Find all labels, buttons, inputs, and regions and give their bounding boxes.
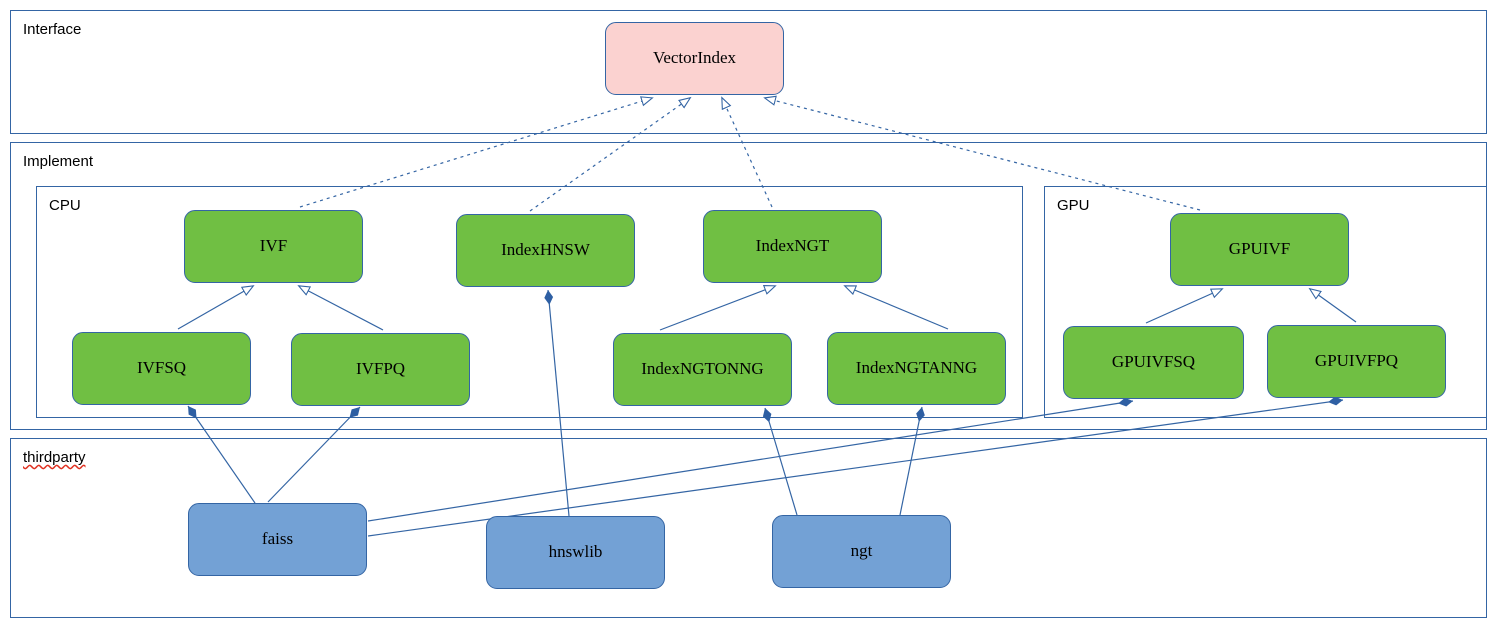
- class-node-label: GPUIVFSQ: [1111, 352, 1196, 372]
- class-node-label: IndexNGTONNG: [641, 359, 764, 379]
- class-node-label: faiss: [261, 529, 294, 549]
- class-node-IndexNGTONNG[interactable]: IndexNGTONNG: [613, 333, 792, 406]
- class-node-label: VectorIndex: [652, 48, 737, 68]
- class-node-IVFSQ[interactable]: IVFSQ: [72, 332, 251, 405]
- package-label-gpu: GPU: [1057, 197, 1090, 214]
- class-node-label: GPUIVF: [1228, 239, 1291, 259]
- class-node-label: ngt: [850, 541, 873, 561]
- class-node-ngt[interactable]: ngt: [772, 515, 951, 588]
- class-node-label: IVFPQ: [355, 359, 406, 379]
- class-node-hnswlib[interactable]: hnswlib: [486, 516, 665, 589]
- package-label-interface: Interface: [23, 21, 82, 38]
- class-node-IndexNGTANNG[interactable]: IndexNGTANNG: [827, 332, 1006, 405]
- class-node-IVF[interactable]: IVF: [184, 210, 363, 283]
- class-node-GPUIVF[interactable]: GPUIVF: [1170, 213, 1349, 286]
- class-node-faiss[interactable]: faiss: [188, 503, 367, 576]
- class-node-IVFPQ[interactable]: IVFPQ: [291, 333, 470, 406]
- class-node-IndexNGT[interactable]: IndexNGT: [703, 210, 882, 283]
- class-node-label: IVF: [259, 236, 288, 256]
- class-node-VectorIndex[interactable]: VectorIndex: [605, 22, 784, 95]
- package-label-thirdparty: thirdparty: [23, 449, 86, 466]
- package-label-cpu: CPU: [49, 197, 81, 214]
- class-node-label: IndexNGTANNG: [855, 358, 978, 378]
- class-node-label: hnswlib: [548, 542, 603, 562]
- class-node-IndexHNSW[interactable]: IndexHNSW: [456, 214, 635, 287]
- class-node-label: IVFSQ: [136, 358, 187, 378]
- class-node-GPUIVFPQ[interactable]: GPUIVFPQ: [1267, 325, 1446, 398]
- class-node-label: IndexNGT: [755, 236, 830, 256]
- class-node-label: GPUIVFPQ: [1314, 351, 1399, 371]
- class-node-label: IndexHNSW: [501, 240, 590, 260]
- class-node-GPUIVFSQ[interactable]: GPUIVFSQ: [1063, 326, 1244, 399]
- package-label-implement: Implement: [23, 153, 94, 170]
